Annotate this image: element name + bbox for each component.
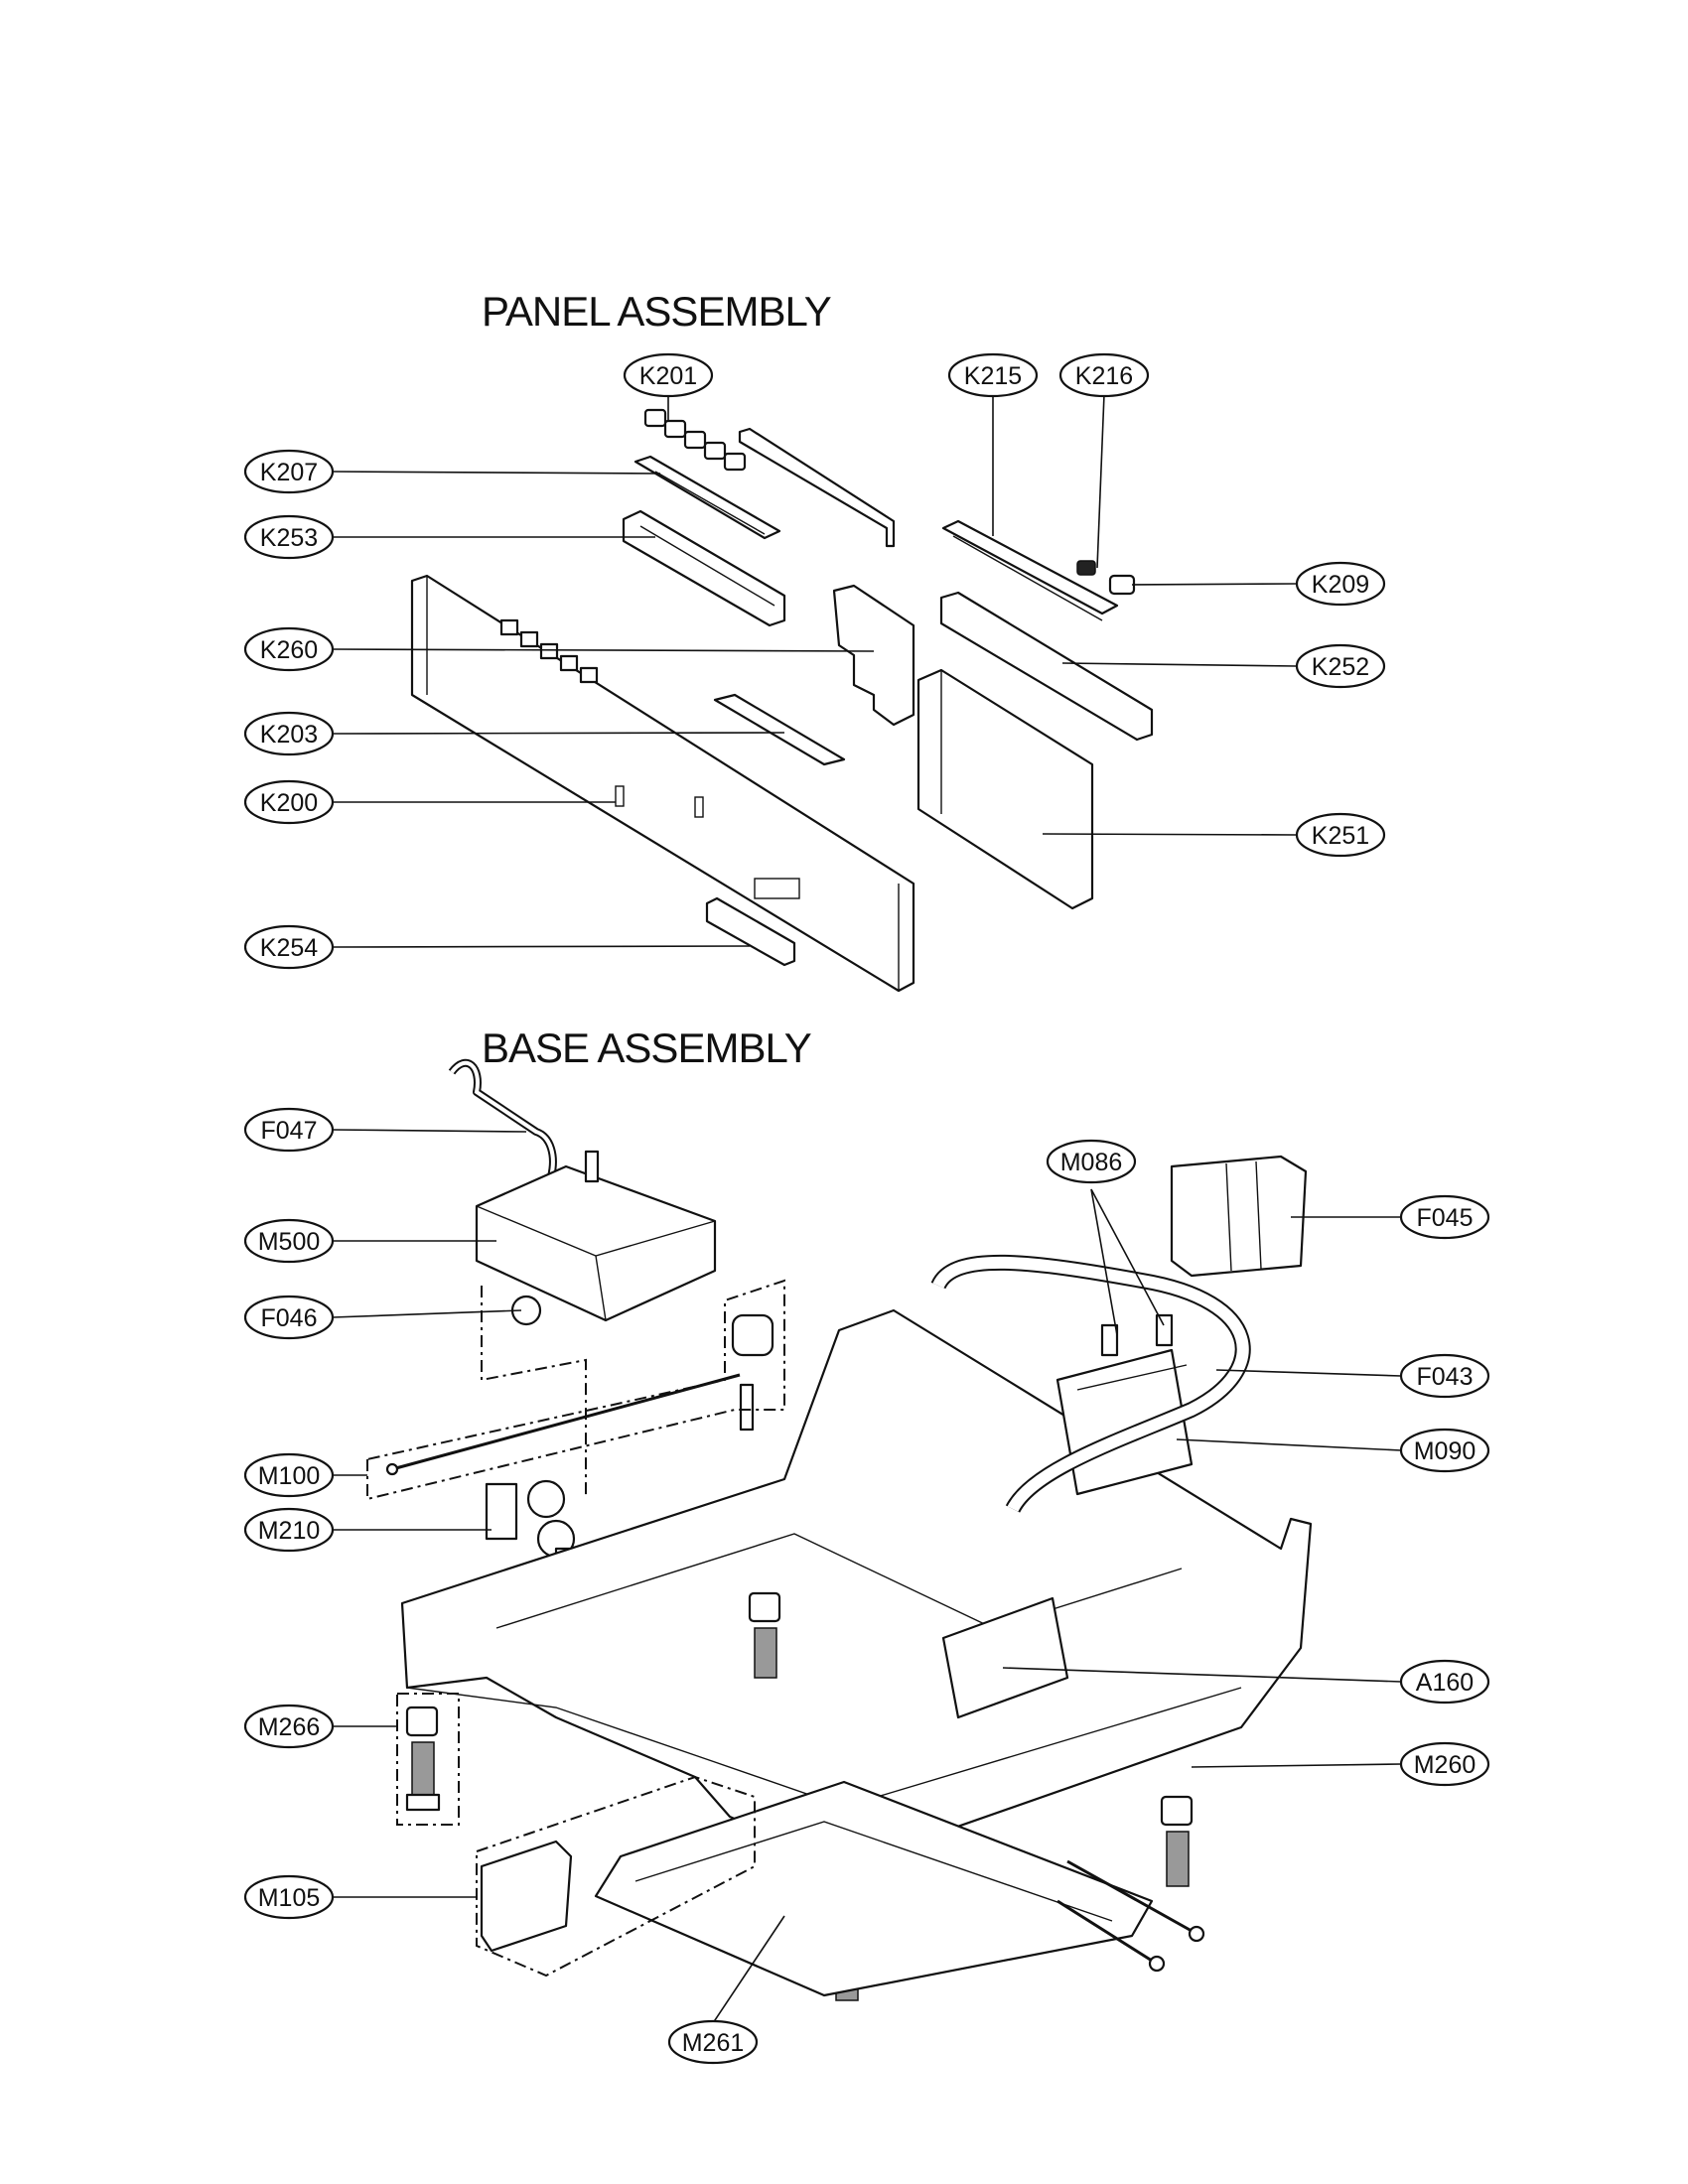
k251-cover-part <box>916 668 1094 910</box>
base-assembly-title: BASE ASSEMBLY <box>482 1024 812 1071</box>
callout-k260[interactable]: K260 <box>243 626 335 672</box>
callout-k260-label: K260 <box>260 636 318 664</box>
callout-k201[interactable]: K201 <box>623 352 714 398</box>
panel-assembly-title: PANEL ASSEMBLY <box>482 288 832 335</box>
callout-k203-label: K203 <box>260 721 318 749</box>
base-assembly-parts <box>366 1058 1313 2001</box>
callout-k207-label: K207 <box>260 459 318 486</box>
callout-k254[interactable]: K254 <box>243 924 335 970</box>
callout-m100[interactable]: M100 <box>243 1452 335 1498</box>
callout-k215-label: K215 <box>964 362 1022 390</box>
callout-m090-label: M090 <box>1414 1437 1477 1465</box>
callout-m261[interactable]: M261 <box>667 2019 759 2065</box>
callout-k207[interactable]: K207 <box>243 449 335 494</box>
callout-k251-label: K251 <box>1312 822 1369 850</box>
k252-board-part <box>939 591 1154 742</box>
callout-a160-label: A160 <box>1416 1669 1474 1697</box>
callout-f043[interactable]: F043 <box>1399 1353 1490 1399</box>
callout-m100-label: M100 <box>258 1462 321 1490</box>
m261-tray-part <box>594 1780 1154 1997</box>
k207-button-bar-part <box>633 455 781 540</box>
callouts: K201 K215 K216 K207 K253 K209 K260 K252 <box>243 352 1490 2065</box>
callout-m500[interactable]: M500 <box>243 1218 335 1264</box>
callout-k201-label: K201 <box>639 362 697 390</box>
solenoid-coil-part <box>731 1313 774 1357</box>
callout-f046[interactable]: F046 <box>243 1295 335 1340</box>
callout-k200[interactable]: K200 <box>243 779 335 825</box>
callout-k216-label: K216 <box>1075 362 1133 390</box>
f045-cover-part <box>1170 1155 1308 1278</box>
m266-group-outline <box>396 1693 460 1826</box>
m100-group-outline <box>366 1279 785 1501</box>
callout-m261-label: M261 <box>682 2029 745 2057</box>
callout-k216[interactable]: K216 <box>1058 352 1150 398</box>
callout-m086[interactable]: M086 <box>1046 1139 1137 1184</box>
callout-k200-label: K200 <box>260 789 318 817</box>
callout-m086-label: M086 <box>1060 1149 1123 1176</box>
callout-k253-label: K253 <box>260 524 318 552</box>
k260-bracket-part <box>832 584 915 727</box>
k215-bar-part <box>941 519 1119 615</box>
k216-small-button-part <box>1076 560 1096 576</box>
screws-part <box>1056 1859 1205 1973</box>
callout-f043-label: F043 <box>1417 1363 1474 1391</box>
m105-cover-part <box>480 1840 573 1953</box>
callout-k209[interactable]: K209 <box>1295 561 1386 607</box>
leader-lines <box>332 393 1402 2024</box>
callout-f046-label: F046 <box>261 1304 318 1332</box>
m105-group-outline <box>476 1775 756 1978</box>
callout-k209-label: K209 <box>1312 571 1369 599</box>
k254-part <box>705 896 796 967</box>
k209-button-part <box>1108 574 1136 596</box>
m500-tank-part <box>475 1164 717 1322</box>
callout-m260-label: M260 <box>1414 1751 1477 1779</box>
k201-buttons-part <box>643 408 747 472</box>
callout-k215[interactable]: K215 <box>947 352 1039 398</box>
callout-k252[interactable]: K252 <box>1295 643 1386 689</box>
callout-m266[interactable]: M266 <box>243 1704 335 1749</box>
panel-buttons-row <box>499 618 599 684</box>
k203-label-part <box>713 693 846 766</box>
m266-foot-part <box>405 1706 441 1812</box>
callout-m105-label: M105 <box>258 1884 321 1912</box>
callout-f045-label: F045 <box>1417 1204 1474 1232</box>
panel-assembly-parts <box>410 408 1154 993</box>
callout-a160[interactable]: A160 <box>1399 1659 1490 1705</box>
callout-f045[interactable]: F045 <box>1399 1194 1490 1240</box>
callout-k252-label: K252 <box>1312 653 1369 681</box>
callout-m500-label: M500 <box>258 1228 321 1256</box>
callout-m090[interactable]: M090 <box>1399 1428 1490 1473</box>
callout-m210-label: M210 <box>258 1517 321 1545</box>
callout-m260[interactable]: M260 <box>1399 1741 1490 1787</box>
callout-f047[interactable]: F047 <box>243 1107 335 1153</box>
callout-k251[interactable]: K251 <box>1295 812 1386 858</box>
callout-m210[interactable]: M210 <box>243 1507 335 1553</box>
callout-m105[interactable]: M105 <box>243 1874 335 1920</box>
a160-box-part <box>941 1596 1069 1719</box>
callout-m266-label: M266 <box>258 1713 321 1741</box>
callout-k203[interactable]: K203 <box>243 711 335 756</box>
m100-rod-part <box>391 1373 741 1471</box>
callout-k254-label: K254 <box>260 934 318 962</box>
bracket-strip-part <box>738 427 896 548</box>
callout-f047-label: F047 <box>261 1117 318 1145</box>
callout-k253[interactable]: K253 <box>243 514 335 560</box>
